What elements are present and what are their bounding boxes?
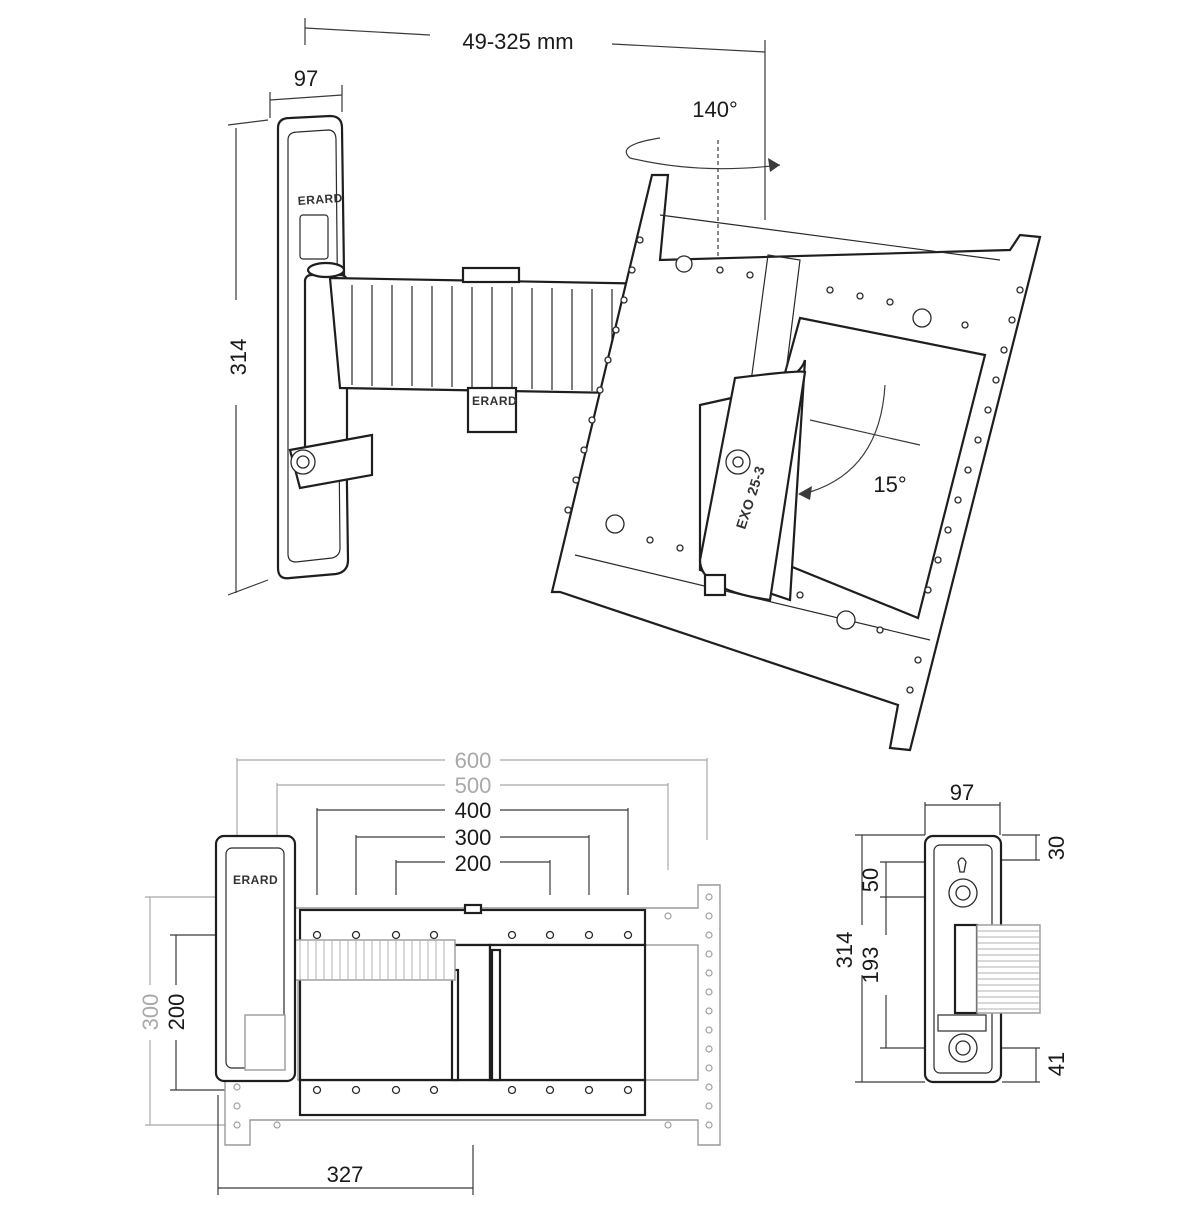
depth-label: 327 xyxy=(327,1162,364,1187)
swivel-indicator: 140° xyxy=(625,97,781,280)
isometric-view: 49-325 mm 97 314 ERARD xyxy=(226,18,1042,752)
tilt-indicator: 15° xyxy=(798,384,921,500)
plate-width-label: 97 xyxy=(294,66,318,91)
side-width-label: 97 xyxy=(950,780,974,805)
dim-width-range: 49-325 mm xyxy=(304,18,766,220)
height-200-label: 200 xyxy=(164,994,189,1031)
side-total-height-label: 314 xyxy=(832,932,857,969)
dim-upper-hole: 50 xyxy=(858,861,960,898)
dim-depth: 327 xyxy=(217,1095,474,1195)
dim-side-width: 97 xyxy=(924,780,1001,835)
upper-hole-label: 50 xyxy=(858,868,883,892)
bottom-offset-label: 41 xyxy=(1044,1052,1069,1076)
tilt-angle-label: 15° xyxy=(873,472,906,497)
dim-height-200: 200 xyxy=(164,934,225,1091)
height-300-label: 300 xyxy=(138,994,163,1031)
dim-500: 500 xyxy=(276,773,669,870)
arm-brand: ERARD xyxy=(472,394,517,408)
tv-bracket: EXO 25-3 xyxy=(550,173,1042,752)
width-200-label: 200 xyxy=(455,851,492,876)
front-view: 600 500 400 300 200 xyxy=(138,748,721,1195)
side-wall-plate xyxy=(923,834,1041,1084)
dim-400: 400 xyxy=(316,798,629,895)
dim-height: 314 xyxy=(226,119,269,596)
dim-hole-spacing: 193 xyxy=(858,897,960,1049)
swivel-angle-label: 140° xyxy=(692,97,738,122)
side-view: 97 314 50 193 30 xyxy=(832,780,1069,1084)
plate-brand: ERARD xyxy=(297,191,343,208)
dim-height-300: 300 xyxy=(138,896,225,1126)
hole-spacing-label: 193 xyxy=(858,947,883,984)
dim-200: 200 xyxy=(395,851,551,895)
top-offset-label: 30 xyxy=(1044,836,1069,860)
width-600-label: 600 xyxy=(455,748,492,773)
dim-300: 300 xyxy=(355,825,590,895)
dim-plate-width: 97 xyxy=(269,66,343,118)
width-500-label: 500 xyxy=(455,773,492,798)
width-range-label: 49-325 mm xyxy=(462,29,573,54)
dim-600: 600 xyxy=(236,748,708,840)
width-300-label: 300 xyxy=(455,825,492,850)
vesa-rails xyxy=(298,903,647,1117)
dim-bottom-offset: 41 xyxy=(962,1047,1069,1083)
dim-side-total-height: 314 xyxy=(832,834,925,1083)
width-400-label: 400 xyxy=(455,798,492,823)
front-wall-plate: ERARD xyxy=(214,834,297,1083)
height-label: 314 xyxy=(226,339,251,376)
hinge-post xyxy=(288,261,374,490)
front-brand: ERARD xyxy=(233,873,278,887)
